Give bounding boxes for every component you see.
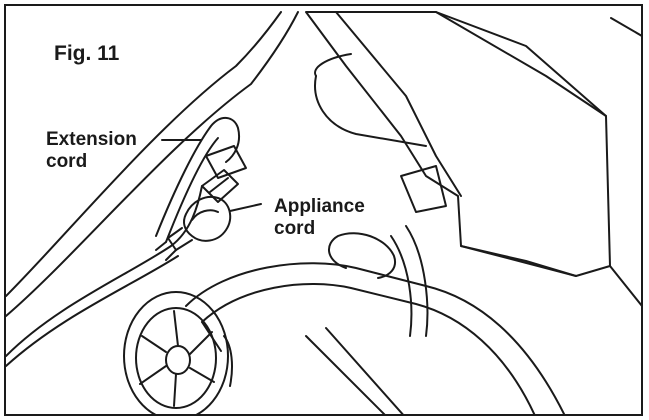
appliance-cord-label: Appliance cord	[274, 196, 365, 241]
handle-frame	[6, 11, 299, 317]
appliance-body	[305, 11, 641, 307]
extension-cord-label-line-2: cord	[46, 151, 88, 173]
leader-lines	[161, 139, 262, 212]
extension-cord-label: Extension cord	[46, 129, 137, 174]
appliance-cord-label-line-1: Appliance	[274, 196, 365, 217]
figure-frame: Fig. 11 Extension cord Appliance cord	[4, 4, 643, 416]
extension-cord-label-line-1: Extension	[46, 129, 137, 150]
cord-hook	[155, 117, 247, 243]
appliance-illustration	[6, 11, 641, 414]
appliance-cord-connector	[155, 195, 232, 261]
appliance-cord-label-line-2: cord	[274, 218, 316, 240]
extension-cord	[6, 169, 239, 367]
wheel	[123, 291, 233, 414]
figure-title: Fig. 11	[54, 42, 120, 65]
lower-frame	[185, 225, 566, 414]
